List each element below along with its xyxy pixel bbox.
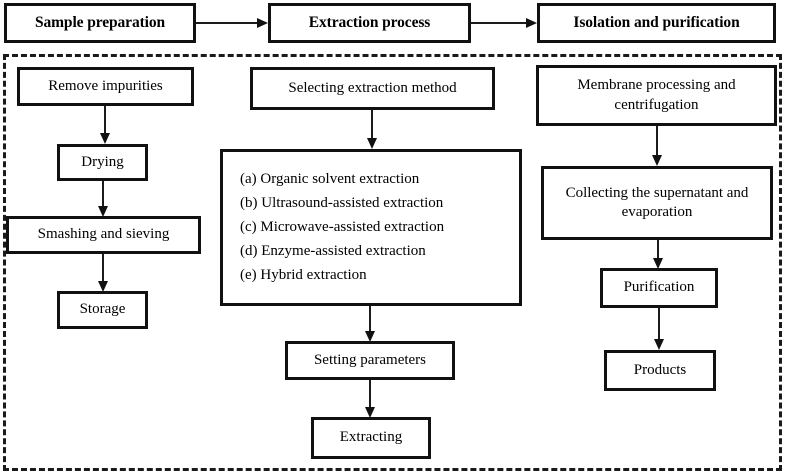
step-purification[interactable]: Purification <box>600 268 718 308</box>
step-label: Products <box>633 361 687 378</box>
step-extracting[interactable]: Extracting <box>311 417 431 459</box>
list-item[interactable]: (a) Organic solvent extraction <box>240 171 420 187</box>
header-stage-isolation-and-purification[interactable]: Isolation and purification <box>537 3 776 43</box>
header-stage-label: Isolation and purification <box>573 14 740 32</box>
step-products[interactable]: Products <box>604 350 716 391</box>
list-item[interactable]: (b) Ultrasound-assisted extraction <box>240 195 444 211</box>
step-setting-parameters[interactable]: Setting parameters <box>285 341 455 380</box>
list-item[interactable]: (e) Hybrid extraction <box>240 267 367 283</box>
step-selecting-extraction-method[interactable]: Selecting extraction method <box>250 67 495 110</box>
step-label: Selecting extraction method <box>288 79 457 96</box>
header-stage-extraction-process[interactable]: Extraction process <box>268 3 471 43</box>
arrow-methods-list-to-setting-parameters <box>360 306 380 342</box>
step-label: Drying <box>81 153 124 170</box>
arrow-remove-impurities-to-drying <box>95 106 115 144</box>
step-remove-impurities[interactable]: Remove impurities <box>17 67 194 106</box>
step-label: Remove impurities <box>48 77 163 94</box>
arrow-selecting-method-to-methods-list <box>362 110 382 149</box>
step-label: Purification <box>623 279 695 296</box>
step-label: Extracting <box>339 429 403 446</box>
step-storage[interactable]: Storage <box>57 291 148 329</box>
arrow-membrane-processing-to-collecting-supernatant <box>647 126 667 166</box>
step-label: Membrane processing and centrifugation <box>577 77 736 113</box>
arrow-setting-parameters-to-extracting <box>360 380 380 418</box>
arrow-purification-to-products <box>649 308 669 350</box>
step-label: Collecting the supernatant and evaporati… <box>565 184 749 220</box>
step-membrane-processing-and-centrifugation[interactable]: Membrane processing and centrifugation <box>536 65 777 126</box>
arrow-sample-preparation-to-extraction-process <box>196 13 268 33</box>
list-item[interactable]: (d) Enzyme-assisted extraction <box>240 243 426 259</box>
detail-region-dashed-border <box>3 54 782 471</box>
arrow-extraction-process-to-isolation-purification <box>471 13 537 33</box>
header-stage-label: Extraction process <box>308 14 431 32</box>
step-smashing-and-sieving[interactable]: Smashing and sieving <box>6 216 201 254</box>
step-collecting-the-supernatant-and-evaporation[interactable]: Collecting the supernatant and evaporati… <box>541 166 773 240</box>
arrow-drying-to-smashing-and-sieving <box>93 181 113 217</box>
step-label: Storage <box>79 301 126 318</box>
header-stage-sample-preparation[interactable]: Sample preparation <box>4 3 196 43</box>
step-label: Setting parameters <box>313 351 427 368</box>
extraction-methods-list: (a) Organic solvent extraction (b) Ultra… <box>220 149 522 306</box>
arrow-collecting-supernatant-to-purification <box>648 240 668 269</box>
list-item[interactable]: (c) Microwave-assisted extraction <box>240 219 445 235</box>
arrow-smashing-and-sieving-to-storage <box>93 254 113 292</box>
step-drying[interactable]: Drying <box>57 144 148 181</box>
step-label: Smashing and sieving <box>37 226 170 243</box>
header-stage-label: Sample preparation <box>34 14 166 32</box>
